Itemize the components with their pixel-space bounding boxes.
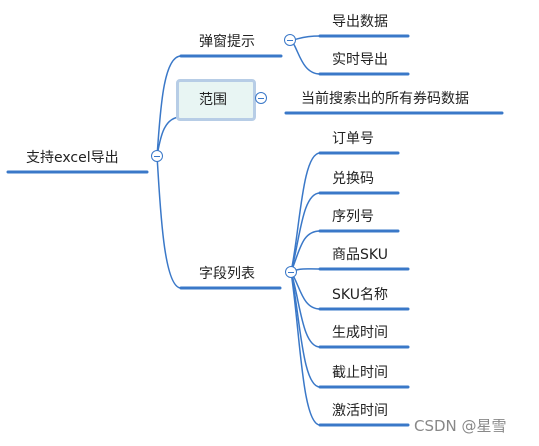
leaf-field-redeem-code[interactable]: 兑换码 — [332, 171, 374, 187]
branch-fields-label[interactable]: 字段列表 — [199, 266, 255, 282]
selected-node-highlight — [176, 79, 256, 121]
connector-fields-8 — [290, 271, 321, 426]
branch-popup-label[interactable]: 弹窗提示 — [199, 34, 255, 50]
branch-range-collapse-icon[interactable] — [255, 92, 267, 104]
leaf-field-product-sku[interactable]: 商品SKU — [332, 247, 388, 263]
branch-range-label[interactable]: 范围 — [199, 92, 227, 108]
underlines — [6, 34, 504, 427]
leaf-field-sku-name[interactable]: SKU名称 — [332, 287, 388, 303]
leaf-field-order-no[interactable]: 订单号 — [332, 131, 374, 147]
leaf-field-deadline[interactable]: 截止时间 — [332, 365, 388, 381]
connector-popup-realtime — [289, 39, 321, 75]
root-node-label[interactable]: 支持excel导出 — [26, 150, 119, 166]
branch-popup-collapse-icon[interactable] — [284, 34, 296, 46]
leaf-field-activation-time[interactable]: 激活时间 — [332, 403, 388, 419]
branch-fields-collapse-icon[interactable] — [285, 266, 297, 278]
leaf-field-serial-no[interactable]: 序列号 — [332, 209, 374, 225]
connector-fields-2 — [290, 192, 321, 273]
leaf-export-data[interactable]: 导出数据 — [332, 14, 388, 30]
connector-fields-1 — [290, 152, 321, 273]
leaf-field-create-time[interactable]: 生成时间 — [332, 325, 388, 341]
connector-root-fields — [156, 155, 182, 289]
leaf-scope-all-coupons[interactable]: 当前搜索出的所有券码数据 — [301, 91, 469, 107]
connector-root-popup — [156, 55, 182, 157]
connector-root-range — [156, 116, 182, 157]
root-collapse-icon[interactable] — [151, 150, 163, 162]
leaf-realtime-export[interactable]: 实时导出 — [332, 52, 388, 68]
connectors — [156, 35, 321, 426]
watermark: CSDN @星雪 — [414, 417, 507, 435]
connector-fields-6 — [290, 271, 321, 348]
